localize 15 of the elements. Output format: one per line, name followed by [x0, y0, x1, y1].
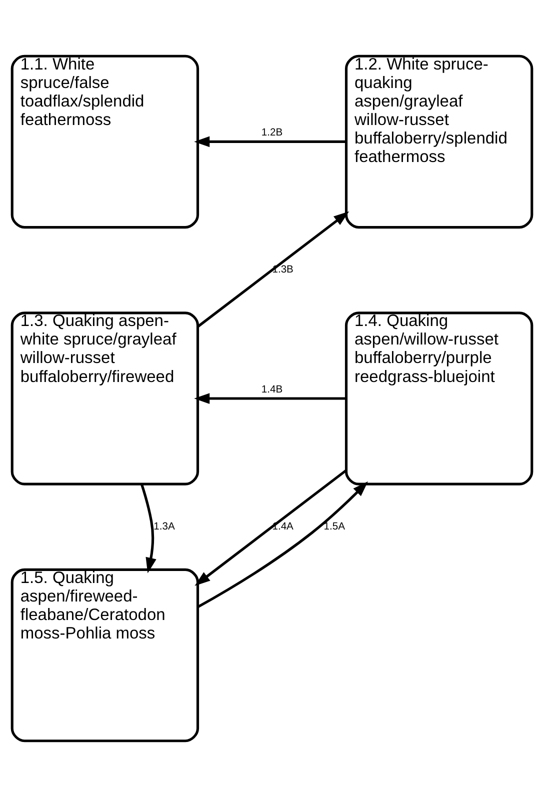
- arrow: [197, 480, 368, 608]
- node-box: 1.1. White spruce/false toadflax/splendid feathermoss: [10, 54, 200, 228]
- edge-label: 1.5A: [324, 520, 345, 532]
- node-box: 1.5. Quaking aspen/fireweed-fleabane/Ceratodon moss-Pohlia moss: [10, 568, 200, 742]
- edge-label: 1.3A: [154, 520, 175, 532]
- node-box: 1.4. Quaking aspen/willow-russet buffaloberry/purple reedgrass-bluejoint: [344, 311, 534, 485]
- arrow: [140, 483, 156, 573]
- node-box: 1.2. White spruce-quaking aspen/grayleaf willow-russet buffaloberry/splendid feathermoss: [344, 54, 534, 228]
- arrow: [197, 210, 350, 328]
- arrow: [194, 468, 347, 586]
- edge-label: 1.2B: [261, 127, 283, 138]
- arrow: [194, 136, 346, 147]
- arrow: [194, 392, 346, 404]
- node-box: 1.3. Quaking aspen-white spruce/grayleaf willow-russet buffaloberry/fireweed: [10, 311, 200, 485]
- edge-label: 1.4B: [261, 384, 283, 395]
